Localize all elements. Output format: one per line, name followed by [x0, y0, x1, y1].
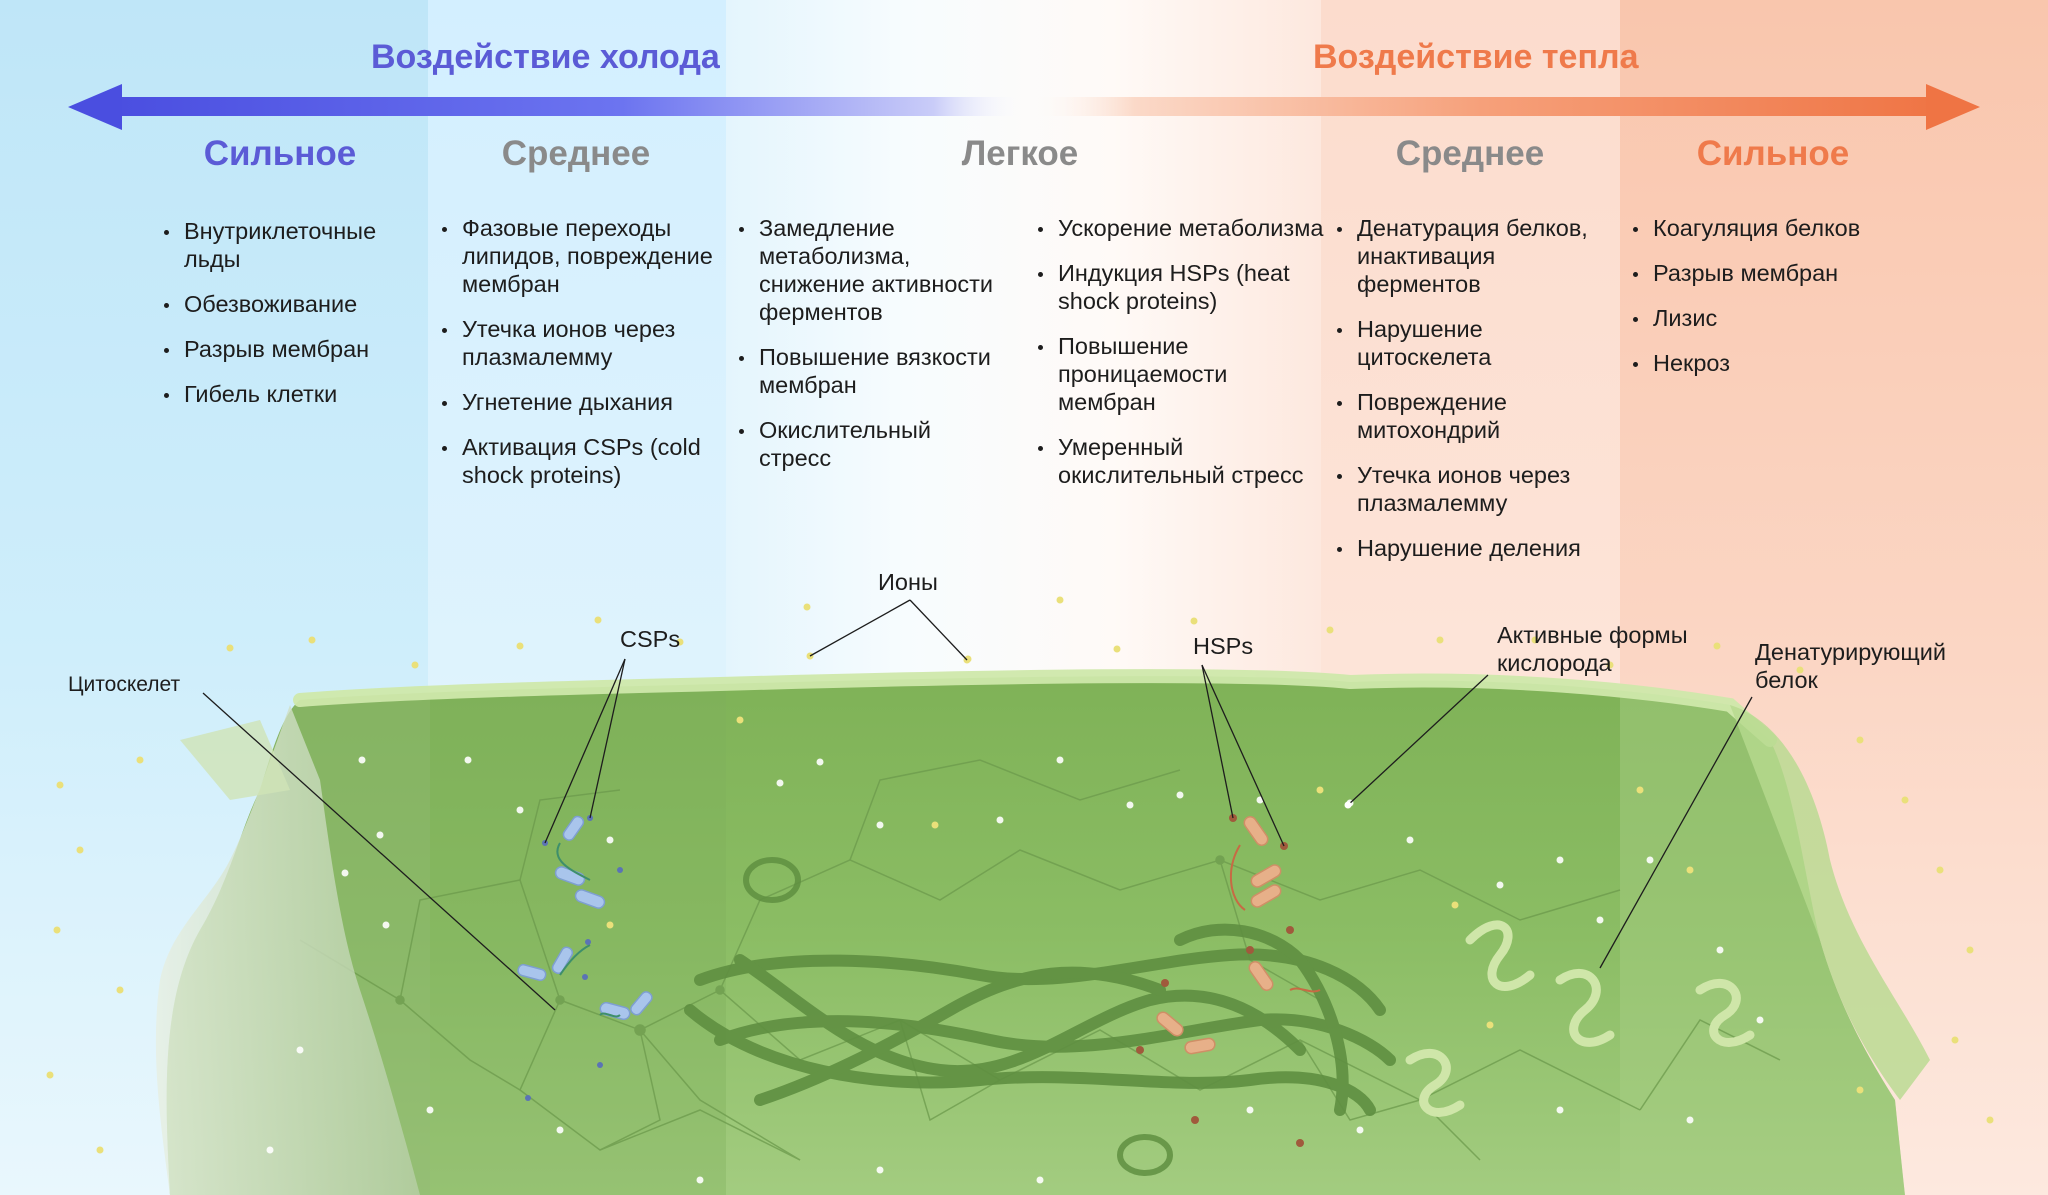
list-item: Некроз: [1631, 349, 1931, 377]
level-cold-strong: Сильное: [203, 134, 357, 173]
csps-leader-2: [589, 658, 626, 819]
denatured-proteins: [1405, 920, 1755, 1117]
level-cold-medium: Среднее: [501, 134, 651, 173]
list-item: Утечка ионов через плазмалемму: [440, 315, 725, 371]
level-heat-strong: Сильное: [1696, 134, 1850, 173]
ions-leader-2: [909, 599, 968, 661]
frost-region: [155, 705, 421, 1195]
label-ions: Ионы: [878, 569, 938, 595]
list-item: Окислительный стресс: [737, 416, 1002, 472]
list-item: Повышение вязкости мембран: [737, 343, 1002, 399]
cytoskeleton-network: [299, 759, 1781, 1161]
list-item: Нарушение деления: [1335, 534, 1620, 562]
label-ros-line1: Активные формы: [1497, 622, 1688, 648]
list-item: Повышение проницаемости мембран: [1036, 332, 1326, 416]
list-item: Разрыв мембран: [1631, 259, 1931, 287]
label-denatured-line2: белок: [1755, 667, 1818, 693]
list-item: Угнетение дыхания: [440, 388, 725, 416]
list-item: Повреждение митохондрий: [1335, 388, 1620, 444]
csp-proteins: [517, 815, 653, 1101]
cytoskeleton-leader: [202, 692, 556, 1011]
cell-particles: [266, 756, 1764, 1184]
callout-lines: [202, 599, 1753, 1011]
list-item: Коагуляция белков: [1631, 214, 1931, 242]
label-ros-line2: кислорода: [1497, 650, 1612, 676]
label-hsps: HSPs: [1193, 633, 1254, 659]
effects-cold-medium: Фазовые переходы липидов, повреждение ме…: [440, 214, 725, 506]
cell: [155, 669, 1930, 1195]
effects-light-cold: Замедление метаболизма, снижение активно…: [737, 214, 1002, 489]
arrow-head-right: [1926, 84, 1980, 130]
organelle-tangle: [684, 923, 1396, 1116]
label-denatured-protein: Денатурирующий белок: [1755, 638, 1946, 694]
arrow-head-left: [68, 84, 122, 130]
ruptured-membrane: [1730, 705, 1930, 1100]
list-item: Умеренный окислительный стресс: [1036, 433, 1326, 489]
label-ros: Активные формы кислорода: [1497, 621, 1688, 677]
effects-heat-medium: Денатурация белков, инактивация ферменто…: [1335, 214, 1620, 579]
effects-light-heat: Ускорение метаболизма Индукция HSPs (hea…: [1036, 214, 1326, 506]
list-item: Внутриклеточные льды: [162, 217, 422, 273]
hsps-leader-2: [1201, 664, 1285, 847]
heading-cold: Воздействие холода: [371, 38, 720, 76]
level-heat-medium: Среднее: [1395, 134, 1545, 173]
csps-leader-1: [544, 658, 626, 844]
list-item: Обезвоживание: [162, 290, 422, 318]
denatured-leader: [1599, 696, 1753, 969]
hsps-leader-1: [1201, 664, 1234, 819]
heading-heat: Воздействие тепла: [1313, 38, 1639, 76]
list-item: Индукция HSPs (heat shock proteins): [1036, 259, 1326, 315]
list-item: Фазовые переходы липидов, повреждение ме…: [440, 214, 725, 298]
list-item: Разрыв мембран: [162, 335, 422, 363]
hsp-proteins: [1136, 814, 1321, 1147]
list-item: Активация CSPs (cold shock proteins): [440, 433, 725, 489]
effects-cold-strong: Внутриклеточные льды Обезвоживание Разры…: [162, 217, 422, 425]
ions-leader-1: [809, 599, 911, 657]
list-item: Гибель клетки: [162, 380, 422, 408]
list-item: Лизис: [1631, 304, 1931, 332]
list-item: Ускорение метаболизма: [1036, 214, 1326, 242]
ros-leader: [1347, 674, 1489, 806]
label-csps: CSPs: [620, 626, 681, 652]
level-light: Легкое: [961, 134, 1079, 173]
effects-heat-strong: Коагуляция белков Разрыв мембран Лизис Н…: [1631, 214, 1931, 394]
temperature-arrow: [68, 84, 1980, 130]
list-item: Денатурация белков, инактивация ферменто…: [1335, 214, 1620, 298]
list-item: Замедление метаболизма, снижение активно…: [737, 214, 1002, 326]
list-item: Нарушение цитоскелета: [1335, 315, 1620, 371]
label-denatured-line1: Денатурирующий: [1755, 639, 1946, 665]
label-cytoskeleton: Цитоскелет: [68, 673, 181, 696]
ions: [46, 596, 1994, 1154]
plasma-membrane: [293, 669, 1777, 747]
list-item: Утечка ионов через плазмалемму: [1335, 461, 1620, 517]
